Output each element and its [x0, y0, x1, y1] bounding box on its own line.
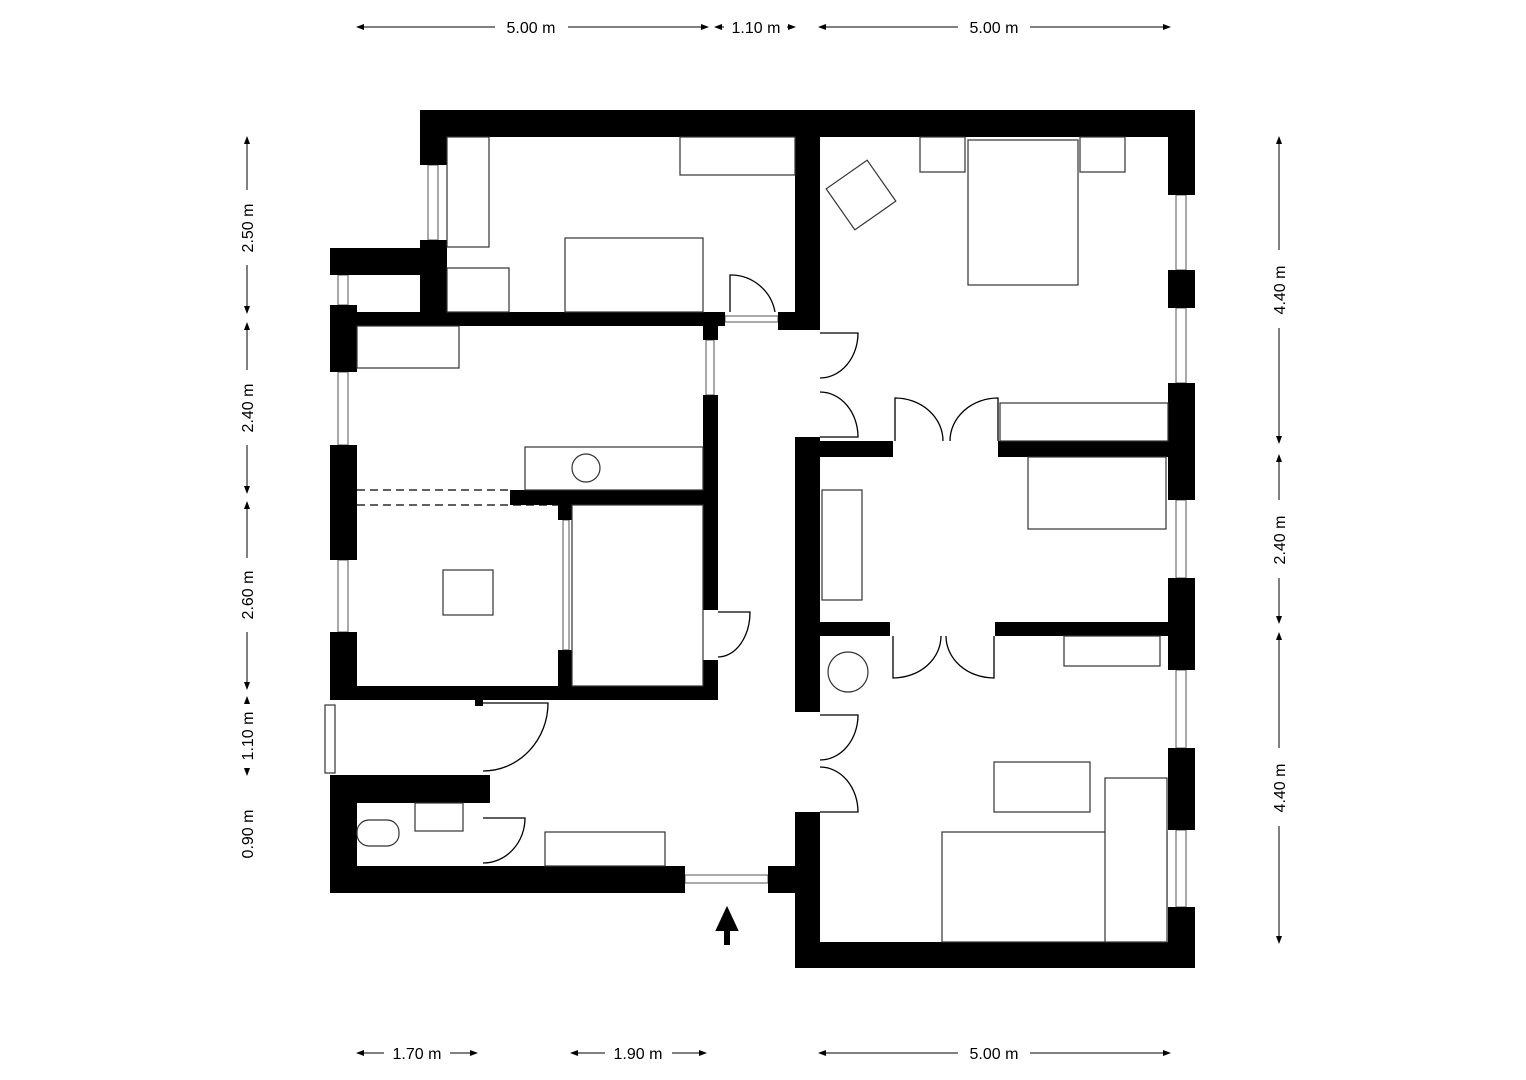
dim-top-1: 5.00 m — [507, 20, 556, 37]
cabinet — [446, 267, 510, 313]
dim-left-2: 2.40 m — [240, 384, 257, 433]
plant — [827, 651, 869, 693]
sofa — [999, 402, 1169, 442]
dim-bottom-2: 1.90 m — [614, 1046, 663, 1063]
double-bed — [967, 139, 1079, 286]
dim-top-3: 5.00 m — [970, 20, 1019, 37]
furniture — [324, 136, 1169, 943]
dim-right-3: 4.40 m — [1272, 764, 1289, 813]
wardrobe — [679, 136, 796, 176]
dim-left-4: 1.10 m — [240, 712, 257, 761]
dining-table — [442, 569, 494, 616]
dimension-bottom: 1.70 m 1.90 m 5.00 m — [356, 1046, 1171, 1063]
dimension-right: 4.40 m 2.40 m 4.40 m — [1272, 136, 1289, 944]
dimension-left: 2.50 m 2.40 m 2.60 m 1.10 m 0.90 m — [240, 136, 257, 859]
tv-stand — [1063, 635, 1161, 667]
shoe-cabinet — [544, 831, 666, 867]
single-bed-2 — [1027, 456, 1167, 530]
dim-left-5: 0.90 m — [240, 810, 257, 859]
dim-bottom-3: 5.00 m — [970, 1046, 1019, 1063]
dimension-top: 5.00 m 1.10 m 5.00 m — [356, 20, 1171, 37]
walls — [330, 110, 1195, 968]
armchair — [825, 159, 897, 231]
arrow-up-icon — [715, 905, 739, 945]
single-bed — [564, 237, 704, 313]
desk-2 — [821, 489, 863, 601]
doors — [357, 274, 999, 864]
coffee-table — [993, 761, 1091, 813]
toilet — [356, 819, 400, 847]
dim-right-2: 2.40 m — [1272, 516, 1289, 565]
radiator — [324, 704, 336, 774]
bathroom-fixtures — [571, 504, 704, 687]
dim-bottom-1: 1.70 m — [393, 1046, 442, 1063]
dim-left-3: 2.60 m — [240, 571, 257, 620]
dim-right-1: 4.40 m — [1272, 266, 1289, 315]
desk — [446, 136, 490, 248]
dim-top-2: 1.10 m — [732, 20, 781, 37]
counter — [356, 325, 460, 369]
sink — [414, 802, 464, 832]
dim-left-1: 2.50 m — [240, 204, 257, 253]
stove — [571, 453, 601, 483]
kitchen-counter — [524, 446, 704, 491]
